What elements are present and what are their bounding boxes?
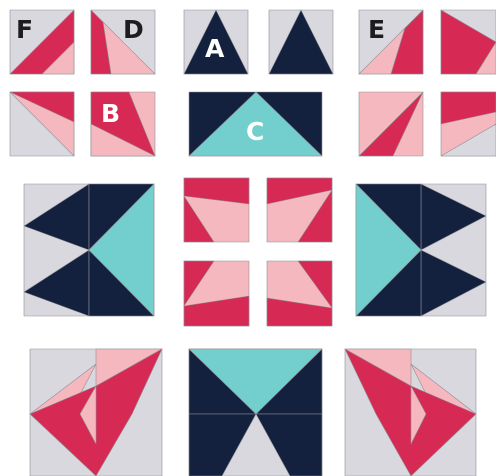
patch-a-copy <box>269 10 333 74</box>
patch-e: E <box>359 10 423 74</box>
patch-a: A <box>184 10 248 74</box>
block-pinwheel-right <box>345 349 476 476</box>
patch-f-rotated <box>441 92 496 156</box>
patch-d: D <box>91 10 155 74</box>
block-geese-right <box>356 184 486 316</box>
patch-e-label: E <box>368 15 385 44</box>
patch-f-label: F <box>16 15 33 44</box>
block-geese-left <box>24 184 154 316</box>
star-unit-top-left <box>184 178 249 242</box>
patch-f: F <box>10 10 74 74</box>
patch-d-rotated <box>10 92 74 156</box>
block-geese-bottom <box>189 349 322 476</box>
patch-d-label: D <box>123 15 144 44</box>
star-unit-bottom-right <box>267 261 332 326</box>
patch-a-label: A <box>205 34 225 63</box>
patch-e-rotated <box>359 92 423 156</box>
patch-c-label: C <box>246 117 264 146</box>
patch-b-label: B <box>101 99 120 128</box>
patch-b: B <box>91 92 155 156</box>
patch-e-mirror <box>441 10 496 74</box>
star-unit-bottom-left <box>184 261 249 326</box>
patch-c: C <box>189 92 322 156</box>
block-pinwheel-left <box>30 349 162 476</box>
star-unit-top-right <box>267 178 332 242</box>
